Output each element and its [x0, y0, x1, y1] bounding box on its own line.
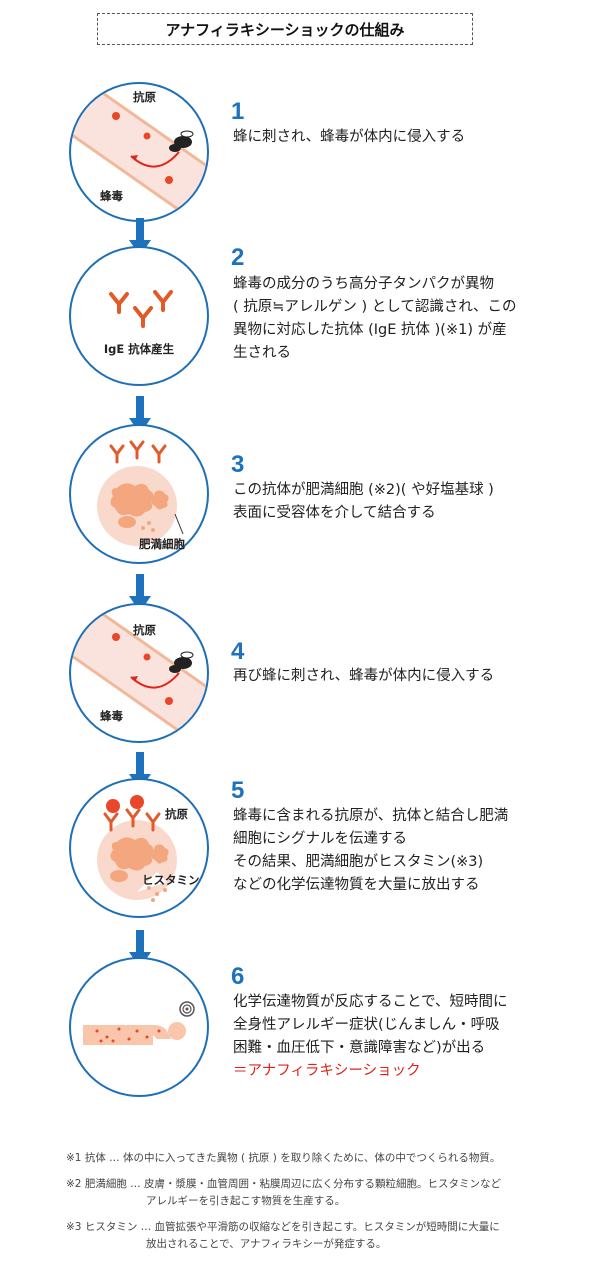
step1-labels: 抗原 蜂毒: [100, 90, 156, 203]
label-mast-cell: 肥満細胞: [139, 537, 185, 551]
label-antigen: 抗原: [165, 807, 188, 821]
step-description: この抗体が肥満細胞 (※2)( や好塩基球 ) 表面に受容体を介して結合する: [233, 482, 494, 521]
step-number: 1: [231, 98, 245, 125]
step-number: 4: [231, 638, 245, 665]
step4-labels: 抗原 蜂毒: [100, 623, 156, 723]
label-antigen: 抗原: [133, 623, 156, 637]
label-ige-production: IgE 抗体産生: [104, 342, 175, 356]
page-title: アナフィラキシーショックの仕組み: [97, 13, 473, 45]
mast-cell-illustration: [69, 424, 209, 564]
label-antigen: 抗原: [133, 90, 156, 104]
step2-labels: IgE 抗体産生: [104, 342, 175, 356]
bee-sting-illustration: [69, 82, 209, 222]
step-description: 化学伝達物質が反応することで、短時間に 全身性アレルギー症状(じんましん・呼吸 …: [233, 991, 507, 1083]
step3-labels: 肥満細胞: [139, 537, 185, 551]
footnotes: ※1 抗体 … 体の中に入ってきた異物 ( 抗原 ) を取り除くために、体の中で…: [66, 1150, 566, 1262]
step5-labels: 抗原 ヒスタミン: [142, 807, 200, 887]
step-number: 3: [231, 451, 245, 478]
footnote: ※3 ヒスタミン … 血管拡張や平滑筋の収縮などを引き起こす。ヒスタミンが短時間…: [66, 1221, 500, 1250]
label-bee-venom: 蜂毒: [100, 709, 123, 723]
anaphylactic-shock-highlight: ＝アナフィラキシーショック: [233, 1063, 421, 1079]
label-bee-venom: 蜂毒: [100, 189, 123, 203]
step-description: 蜂毒の成分のうち高分子タンパクが異物 ( 抗原≒アレルゲン ) として認識され、…: [233, 276, 517, 361]
ige-antibody-illustration: [69, 246, 209, 386]
footnote: ※1 抗体 … 体の中に入ってきた異物 ( 抗原 ) を取り除くために、体の中で…: [66, 1152, 501, 1164]
bee-sting-again-illustration: [69, 603, 209, 743]
step-number: 6: [231, 963, 245, 990]
step-description: 再び蜂に刺され、蜂毒が体内に侵入する: [233, 668, 495, 684]
step-number: 2: [231, 244, 245, 271]
step-number: 5: [231, 777, 245, 804]
anaphylactic-person-illustration: [69, 957, 209, 1097]
footnote: ※2 肥満細胞 … 皮膚・漿膜・血管周囲・粘膜周辺に広く分布する顆粒細胞。ヒスタ…: [66, 1178, 501, 1207]
label-histamine: ヒスタミン: [142, 873, 200, 887]
step-description: 蜂毒に含まれる抗原が、抗体と結合し肥満 細胞にシグナルを伝達する その結果、肥満…: [233, 808, 509, 893]
step-description: 蜂に刺され、蜂毒が体内に侵入する: [233, 129, 466, 145]
histamine-release-illustration: [69, 778, 209, 918]
